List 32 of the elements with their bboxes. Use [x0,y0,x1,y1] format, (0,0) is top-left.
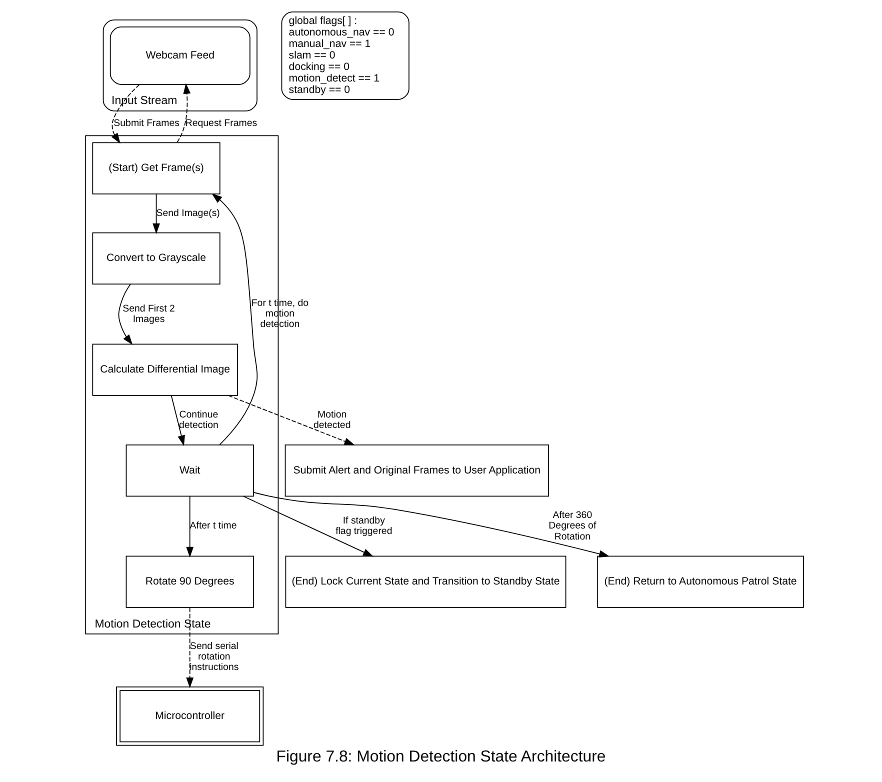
node-box: Submit Alert and Original Frames to User Application [284,444,550,497]
edge-label: Submit Frames [114,118,180,129]
node-box: Convert to Grayscale [92,232,220,285]
node-box: Microcontroller [116,686,264,746]
edge-label: If standby flag triggered [336,515,392,537]
caption: Figure 7.8: Motion Detection State Architecture [276,748,606,766]
edge-label: Continue detection [179,409,218,431]
arrow [111,84,140,144]
arrow [253,492,610,558]
node-box: global flags[ ] : autonomous_nav == 0 manual_nav == 1 slam == 0 docking == 0 motion_detect == 1 standby == 0 [281,12,410,100]
edge-label: Send First 2 Images [122,303,175,325]
edge-label: Send serial rotation instructions [190,640,239,674]
node-box: (Start) Get Frame(s) [92,142,220,194]
node-box: Webcam Feed [110,26,250,85]
node-box: Calculate Differential Image [92,344,238,396]
edge-label: Request Frames [185,118,258,129]
arrow [118,284,133,346]
node-box: (End) Return to Autonomous Patrol State [597,556,804,608]
arrow [212,193,258,446]
node-box: Wait [126,444,254,497]
edge-label: Send Image(s) [156,208,220,219]
arrow [152,194,160,234]
edge-label: Motion detected [313,409,351,431]
arrow [176,83,191,143]
node-box: (End) Lock Current State and Transition to Standby State [285,556,566,608]
node-box: Rotate 90 Degrees [126,556,254,608]
edge-label: After 360 Degrees of Rotation [548,510,596,542]
arrow [228,395,355,446]
arrow [186,607,194,688]
arrow [242,496,374,557]
arrow [170,395,185,446]
arrow [186,496,194,558]
